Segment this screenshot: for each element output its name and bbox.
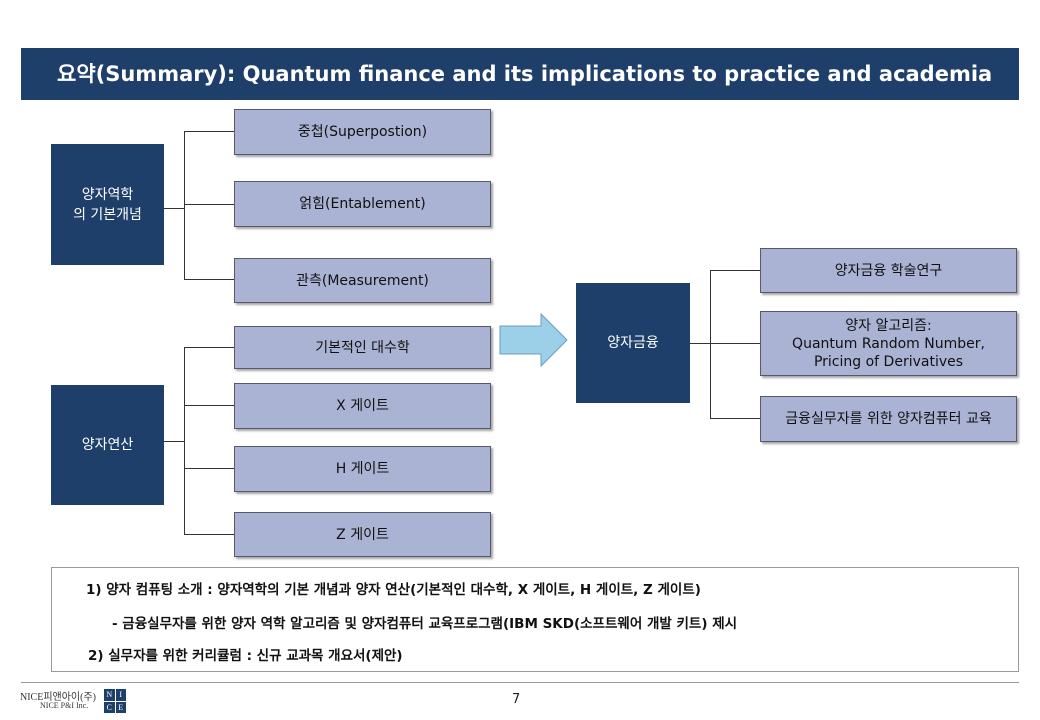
company-logo-subtext: NICE P&I Inc. — [40, 701, 89, 710]
right-arrow-icon — [499, 312, 568, 368]
operation-algebra: 기본적인 대수학 — [234, 326, 491, 369]
connector — [184, 534, 234, 535]
finance-quantum-algorithm: 양자 알고리즘: Quantum Random Number, Pricing … — [760, 311, 1017, 376]
title-bar: 요약(Summary): Quantum finance and its imp… — [21, 48, 1019, 100]
finance-header: 양자금융 — [576, 283, 690, 403]
connector — [690, 343, 710, 344]
connector — [184, 131, 185, 279]
company-logo-text: NICE피앤아이(주) — [20, 692, 96, 703]
summary-box: 1) 양자 컴퓨팅 소개 : 양자역학의 기본 개념과 양자 연산(기본적인 대… — [51, 567, 1019, 672]
operation-x-gate: X 게이트 — [234, 383, 491, 429]
page-number: 7 — [512, 692, 521, 707]
summary-line-3: 2) 실무자를 위한 커리큘럼 : 신규 교과목 개요서(제안) — [88, 648, 403, 664]
connector — [710, 343, 760, 344]
finance-education: 금융실무자를 위한 양자컴퓨터 교육 — [760, 396, 1017, 442]
connector — [164, 208, 184, 209]
connector — [184, 405, 234, 406]
connector — [184, 347, 234, 348]
summary-line-2: - 금융실무자를 위한 양자 역학 알고리즘 및 양자컴퓨터 교육프로그램(IB… — [112, 616, 738, 632]
operations-header: 양자연산 — [51, 385, 164, 505]
footer-divider — [21, 682, 1019, 683]
connector — [164, 441, 184, 442]
connector — [184, 204, 234, 205]
concept-entanglement: 얽힘(Entablement) — [234, 181, 491, 227]
finance-academic-research: 양자금융 학술연구 — [760, 248, 1017, 293]
connector — [184, 279, 234, 280]
connector — [710, 270, 760, 271]
concept-superposition: 중첩(Superpostion) — [234, 109, 491, 155]
connector — [184, 468, 234, 469]
connector — [184, 347, 185, 534]
connector — [710, 418, 760, 419]
nice-logo-icon: N I C E — [104, 689, 126, 713]
operation-z-gate: Z 게이트 — [234, 512, 491, 557]
connector — [710, 270, 711, 418]
concept-measurement: 관측(Measurement) — [234, 258, 491, 303]
operation-h-gate: H 게이트 — [234, 446, 491, 492]
summary-line-1: 1) 양자 컴퓨팅 소개 : 양자역학의 기본 개념과 양자 연산(기본적인 대… — [86, 582, 701, 598]
concepts-header: 양자역학 의 기본개념 — [51, 144, 164, 265]
page-title: 요약(Summary): Quantum finance and its imp… — [57, 62, 993, 86]
connector — [184, 131, 234, 132]
